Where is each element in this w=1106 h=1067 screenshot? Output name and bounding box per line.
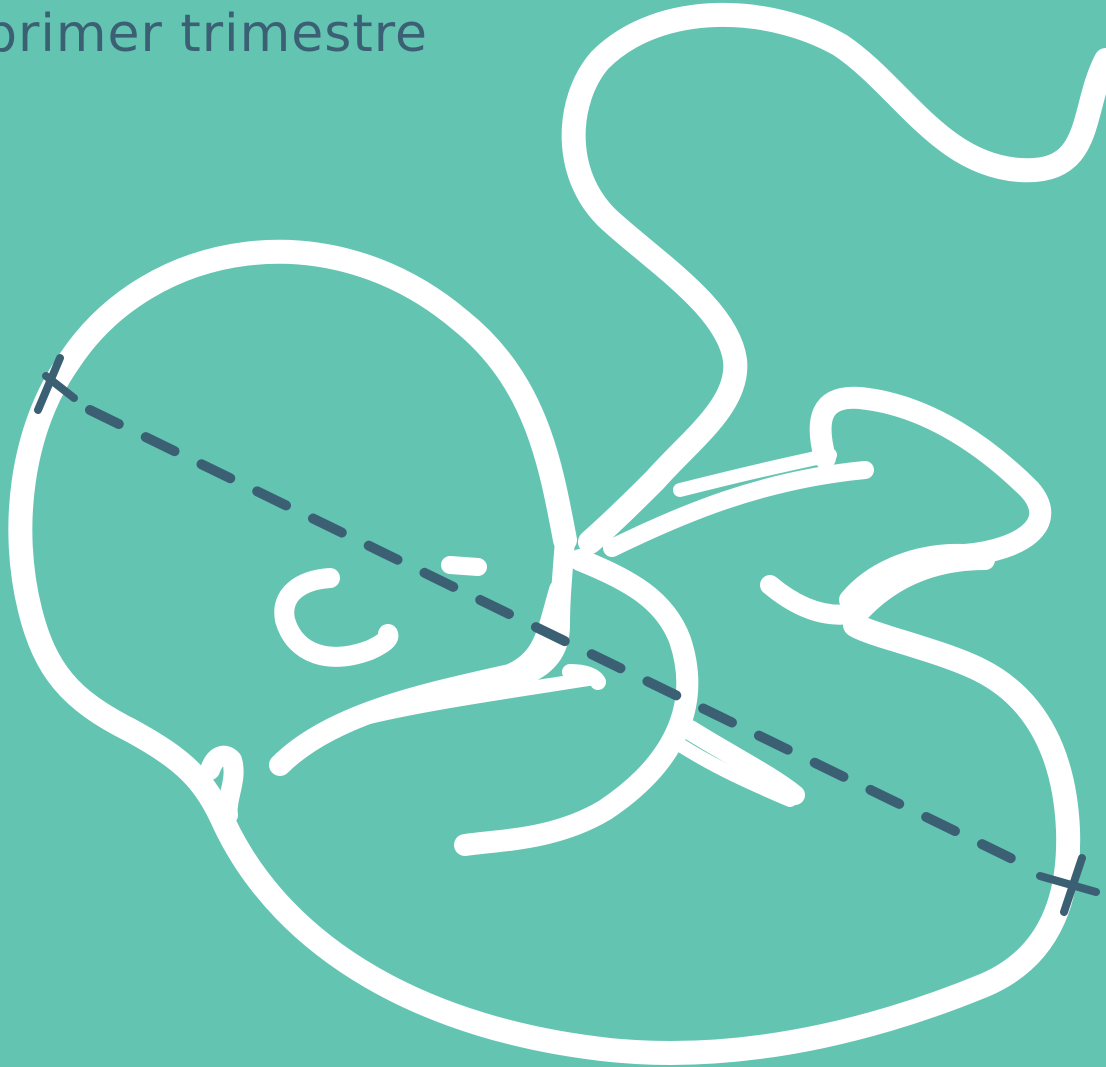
upper-arm [603, 461, 874, 557]
measurement-dashed-line [85, 405, 1040, 875]
eye-mark [441, 556, 487, 576]
lower-arm-lower-edge [273, 671, 602, 772]
measurement-end-cross-icon [1036, 854, 1100, 916]
body-outline [8, 239, 1081, 1065]
ear-outline [274, 568, 399, 667]
umbilical-cord [561, 2, 1106, 554]
page-title: primer trimestre [0, 4, 428, 64]
front-leg [760, 550, 995, 625]
upper-arm-hand [809, 386, 1052, 611]
shin-outer-edge [673, 738, 797, 807]
neck-mark [562, 664, 606, 690]
upper-arm-wrist [673, 448, 837, 497]
measurement-start-cross-icon [34, 354, 78, 414]
tail-notch [200, 745, 244, 825]
thigh [454, 549, 699, 856]
shin [680, 720, 805, 805]
